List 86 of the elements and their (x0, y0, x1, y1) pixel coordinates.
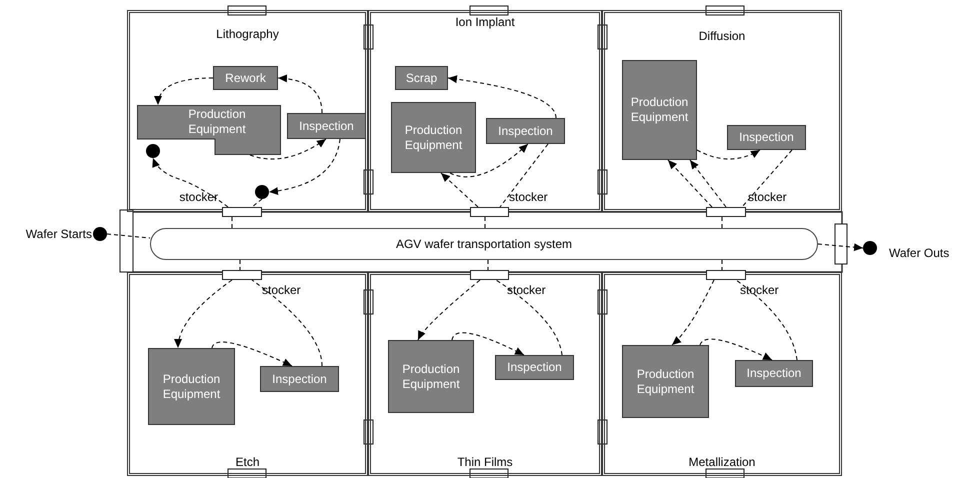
equipment-label: Rework (224, 70, 267, 86)
bay-title: Lithography (215, 27, 280, 42)
stocker-rack (706, 270, 746, 280)
flow-arrow (250, 138, 326, 160)
flow-line (106, 234, 150, 238)
bay-area (127, 272, 368, 476)
flow-line (252, 198, 262, 208)
equipment-label: Production Equipment (187, 107, 247, 137)
equipment-box (137, 105, 281, 155)
flow-arrow (278, 74, 322, 114)
flow-arrow (672, 280, 714, 346)
equipment-box (486, 118, 565, 144)
equipment-box (287, 113, 366, 139)
equipment-box (622, 60, 697, 160)
conveyor-label: AGV wafer transportation system (396, 236, 572, 252)
equipment-label: Scrap (404, 70, 438, 86)
bay-title: Thin Films (456, 455, 514, 470)
dot-marker (863, 241, 877, 255)
flow-arrow (212, 342, 292, 366)
equipment-label: Production Equipment (404, 122, 464, 152)
flow-line (742, 150, 792, 208)
flow-line (496, 280, 562, 356)
endpoint-label: Wafer Starts (26, 227, 92, 242)
equipment-label: Production Equipment (636, 366, 696, 396)
stocker-label: stocker (740, 283, 779, 298)
flow-line (484, 216, 486, 228)
stocker-rack (222, 207, 262, 217)
equipment-label: Inspection (506, 360, 563, 375)
dot-marker (93, 227, 107, 241)
dot-marker (255, 185, 269, 199)
flow-arrow (440, 172, 478, 208)
stocker-rack (706, 207, 746, 217)
bay-title: Etch (234, 455, 260, 470)
bay-area (602, 272, 842, 476)
bay-title: Metallization (688, 455, 756, 470)
bay-area (368, 272, 602, 476)
flow-line (252, 280, 322, 366)
stocker-rack (222, 270, 262, 280)
equipment-label: Inspection (497, 124, 554, 138)
flow-arrow (696, 150, 760, 160)
equipment-label: Inspection (298, 118, 355, 134)
flow-arrow (268, 138, 340, 195)
equipment-box (622, 345, 709, 418)
equipment-box (260, 366, 339, 392)
stocker-rack (470, 270, 509, 280)
equipment-box (388, 340, 474, 413)
flow-arrow (690, 160, 726, 208)
bay-area (127, 10, 368, 212)
equipment-box (727, 125, 806, 150)
flow-arrow (700, 338, 772, 360)
stocker-label: stocker (179, 190, 218, 205)
flow-arrow (154, 78, 214, 106)
equipment-label: Production Equipment (162, 372, 222, 402)
bay-title: Ion Implant (455, 15, 515, 30)
equipment-box (395, 66, 448, 90)
equipment-label: Production Equipment (401, 362, 461, 392)
flow-arrow (448, 75, 556, 118)
stocker-label: stocker (509, 190, 548, 205)
equipment-label: Inspection (271, 372, 328, 386)
equipment-box (391, 102, 476, 173)
flow-arrow (174, 280, 232, 348)
flow-line (736, 280, 798, 360)
stocker-label: stocker (748, 190, 787, 205)
equipment-box (495, 355, 574, 380)
bay-title: Diffusion (698, 29, 746, 44)
bay-area (602, 10, 842, 212)
flow-arrow (818, 243, 864, 252)
equipment-label: Production Equipment (630, 95, 690, 125)
bay-area (368, 10, 602, 212)
flow-arrow (418, 280, 480, 340)
equipment-label: Inspection (746, 366, 802, 381)
stocker-rack (470, 207, 509, 217)
stocker-label: stocker (262, 283, 301, 298)
equipment-label: Inspection (738, 130, 795, 145)
dot-marker (146, 144, 160, 158)
flow-arrow (452, 332, 524, 356)
flow-arrow (668, 160, 712, 208)
flow-line (500, 144, 548, 208)
flow-arrow (152, 158, 228, 208)
equipment-box (735, 360, 813, 387)
equipment-box (213, 66, 278, 90)
stocker-label: stocker (507, 283, 546, 298)
flow-arrow (450, 144, 528, 178)
conveyor-loop (150, 228, 818, 260)
equipment-box (148, 348, 235, 425)
endpoint-label: Wafer Outs (889, 246, 950, 261)
